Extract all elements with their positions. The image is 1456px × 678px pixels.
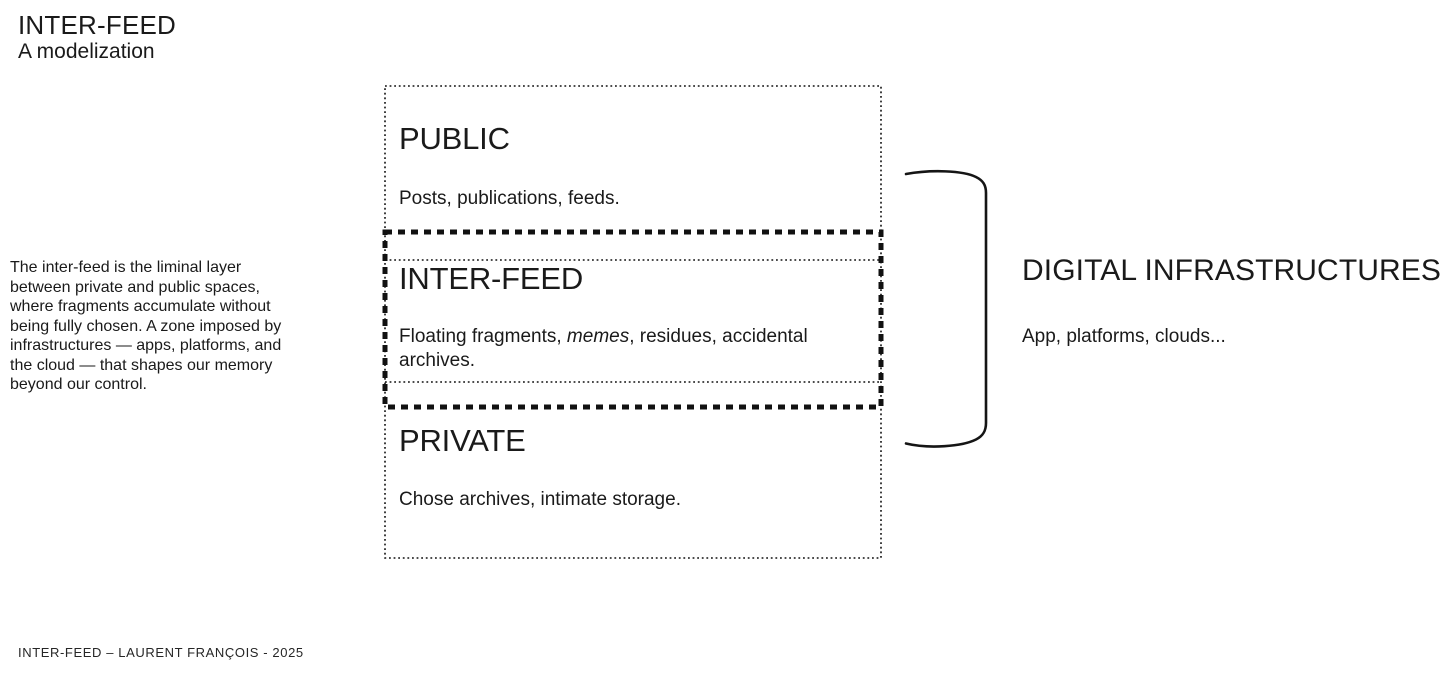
bracket [904,169,988,448]
infrastructures-description: App, platforms, clouds... [1022,326,1226,347]
layer-public-heading: PUBLIC [399,121,510,156]
layer-public-description: Posts, publications, feeds. [399,188,620,209]
interfeed-emphasis-border [382,229,884,410]
layer-interfeed-description-italic: memes [566,326,630,347]
bracket-path [904,169,988,448]
layer-interfeed-heading: INTER-FEED [399,261,584,296]
intro-paragraph: The inter-feed is the liminal layer betw… [10,259,282,393]
infrastructures-heading: DIGITAL INFRASTRUCTURES [1022,254,1441,287]
layer-private-description: Chose archives, intimate storage. [399,489,681,510]
layer-interfeed-description: Floating fragments, memes, residues, acc… [399,325,871,373]
page-subtitle: A modelization [18,40,155,63]
layer-interfeed-description-suffix: , residues, accidental archives. [399,326,808,371]
layers-diagram-borders [382,85,884,559]
layer-private-heading: PRIVATE [399,423,526,458]
layer-interfeed-description-prefix: Floating fragments, [399,326,567,347]
page-title: INTER-FEED [18,10,176,40]
footer-credit: INTER-FEED – LAURENT FRANÇOIS - 2025 [18,645,304,660]
